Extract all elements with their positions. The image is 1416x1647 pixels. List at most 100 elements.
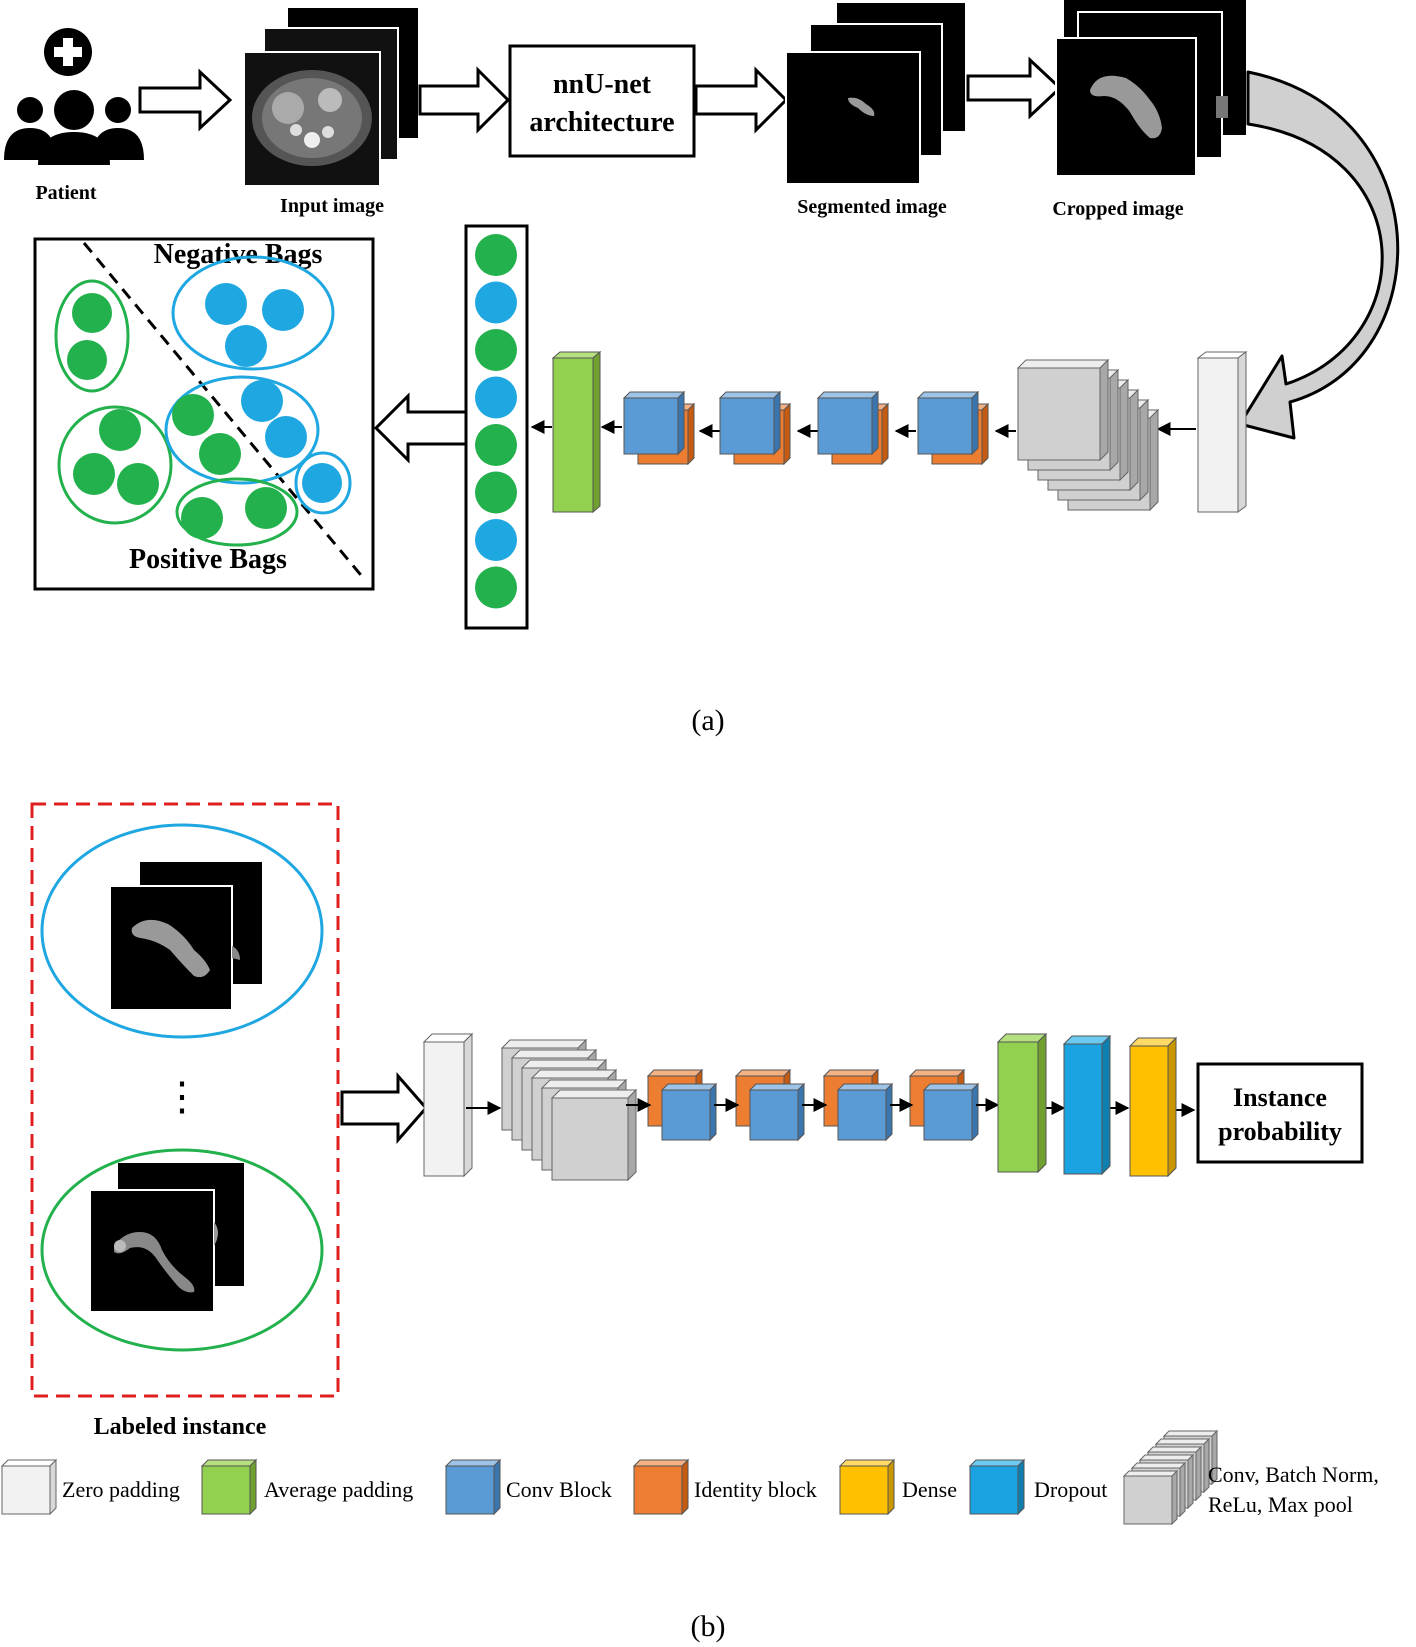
output-label-line1: Instance bbox=[1233, 1083, 1327, 1112]
instance-green bbox=[245, 487, 287, 529]
bags-divider bbox=[82, 242, 367, 581]
ellipsis-dots: ⋮ bbox=[162, 1074, 202, 1119]
output-label-line2: probability bbox=[1218, 1117, 1342, 1146]
conv-block bbox=[622, 390, 686, 456]
conv-block bbox=[922, 1082, 980, 1142]
legend: Zero padding Average padding Conv Block … bbox=[0, 1429, 1379, 1526]
curved-arrow bbox=[1238, 70, 1400, 440]
instance-green bbox=[99, 409, 141, 451]
legend-conv-bn-line1: Conv, Batch Norm, bbox=[1208, 1462, 1379, 1487]
instance-dot-green bbox=[475, 566, 517, 609]
hollow-arrow-b bbox=[340, 1072, 428, 1144]
instance-green bbox=[73, 453, 115, 495]
panel-b: ⋮ Labeled instance bbox=[30, 802, 1364, 1440]
conv-block bbox=[660, 1082, 718, 1142]
positive-bags-label: Positive Bags bbox=[129, 544, 287, 575]
negative-instance-ellipse bbox=[40, 823, 324, 1039]
instance-dot-blue bbox=[475, 376, 517, 419]
nnunet-label-line1: nnU-net bbox=[553, 69, 652, 100]
legend-conv-bn-relu-maxpool bbox=[1122, 1429, 1219, 1526]
instance-green bbox=[172, 394, 214, 436]
zero-padding-block-b bbox=[422, 1032, 474, 1178]
hollow-arrow-3 bbox=[694, 66, 789, 134]
instance-blue bbox=[241, 380, 283, 422]
average-padding-block-b bbox=[996, 1032, 1048, 1174]
instance-green bbox=[67, 340, 107, 380]
conv-bn-layer bbox=[1016, 358, 1110, 462]
dropout-block-b bbox=[1062, 1034, 1112, 1176]
instance-dot-blue bbox=[475, 519, 517, 561]
caption-a: (a) bbox=[691, 704, 724, 737]
panel-a: Patient Input image nnU-net architecture bbox=[4, 0, 1400, 737]
legend-average-padding: Average padding bbox=[200, 1458, 413, 1516]
legend-dropout: Dropout bbox=[968, 1458, 1107, 1516]
instance-dot-green bbox=[475, 424, 517, 466]
conv-block bbox=[836, 1082, 894, 1142]
instance-green bbox=[181, 497, 223, 539]
legend-average-padding-label: Average padding bbox=[264, 1477, 413, 1502]
instance-dot-green bbox=[475, 471, 517, 514]
instance-blue bbox=[225, 325, 267, 367]
patient-icon bbox=[4, 28, 144, 165]
average-padding-block bbox=[551, 350, 602, 514]
legend-dense-label: Dense bbox=[902, 1477, 957, 1502]
conv-block bbox=[748, 1082, 806, 1142]
instance-blue bbox=[205, 283, 247, 325]
legend-conv-bn-layer bbox=[1122, 1469, 1179, 1526]
instance-dots bbox=[475, 234, 517, 609]
instance-green bbox=[199, 433, 241, 475]
bag-negative bbox=[294, 451, 352, 515]
conv-identity-pairs-b bbox=[646, 1068, 980, 1142]
legend-dropout-label: Dropout bbox=[1034, 1477, 1107, 1502]
bag-negative bbox=[164, 375, 320, 485]
zero-padding-block bbox=[1196, 351, 1248, 513]
cropped-image-stack bbox=[1055, 0, 1246, 177]
input-image-stack bbox=[243, 8, 418, 187]
instance-probability-box bbox=[1196, 1062, 1364, 1164]
hollow-arrow-2 bbox=[418, 66, 511, 134]
cropped-image-label: Cropped image bbox=[1052, 198, 1183, 220]
bag-negative bbox=[171, 255, 335, 371]
hollow-arrow-4 bbox=[966, 56, 1063, 120]
nnunet-box bbox=[508, 44, 696, 158]
instance-blue bbox=[262, 289, 304, 331]
nnunet-label-line2: architecture bbox=[529, 107, 674, 138]
conv-bn-relu-maxpool-stack-a bbox=[1016, 358, 1160, 512]
caption-b: (b) bbox=[691, 1610, 726, 1643]
legend-identity-block-label: Identity block bbox=[694, 1477, 817, 1502]
instance-green bbox=[72, 293, 112, 333]
conv-block bbox=[718, 390, 782, 456]
conv-bn-relu-maxpool-stack-b bbox=[500, 1038, 638, 1182]
bag-positive bbox=[54, 279, 130, 393]
hollow-arrow-1 bbox=[138, 68, 233, 132]
instance-blue bbox=[265, 416, 307, 458]
legend-zero-padding: Zero padding bbox=[0, 1458, 180, 1516]
patient-label: Patient bbox=[35, 182, 96, 204]
input-image-label: Input image bbox=[280, 195, 384, 217]
legend-conv-block-label: Conv Block bbox=[506, 1477, 612, 1502]
conv-identity-pairs-a bbox=[622, 390, 990, 466]
legend-conv-block: Conv Block bbox=[444, 1458, 612, 1516]
legend-identity-block: Identity block bbox=[632, 1458, 817, 1516]
positive-instance-ellipse bbox=[40, 1148, 324, 1352]
conv-block bbox=[816, 390, 880, 456]
instance-blue bbox=[302, 463, 342, 503]
bag-positive bbox=[175, 477, 299, 547]
legend-dense: Dense bbox=[838, 1458, 957, 1516]
hollow-arrow-left bbox=[373, 392, 470, 464]
labeled-instance-frame bbox=[30, 802, 340, 1398]
segmented-image-label: Segmented image bbox=[797, 196, 947, 218]
segmented-image-stack bbox=[785, 1, 967, 185]
labeled-instance-label: Labeled instance bbox=[94, 1414, 267, 1440]
instance-dot-green bbox=[475, 234, 517, 276]
bags-group bbox=[54, 255, 352, 547]
instance-dot-blue bbox=[475, 281, 517, 324]
instance-green bbox=[117, 463, 159, 505]
instance-dot-green bbox=[475, 329, 517, 371]
legend-zero-padding-label: Zero padding bbox=[62, 1477, 180, 1502]
conv-block bbox=[916, 390, 980, 456]
conv-bn-layer bbox=[550, 1088, 638, 1182]
dense-block-b bbox=[1128, 1036, 1178, 1178]
legend-conv-bn-line2: ReLu, Max pool bbox=[1208, 1492, 1353, 1517]
